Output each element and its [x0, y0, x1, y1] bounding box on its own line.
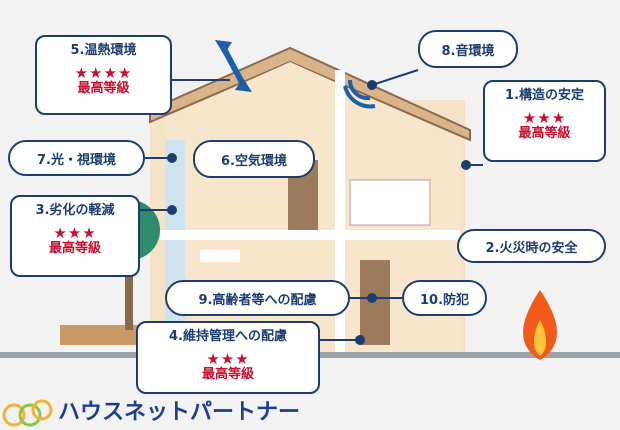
arrow-head-icon	[215, 40, 232, 55]
star-rating: ★★★★	[74, 64, 133, 82]
label-title: 4.維持管理への配慮	[169, 329, 287, 344]
label-6-air: 6.空気環境	[193, 140, 315, 178]
label-10-security: 10.防犯	[402, 280, 487, 316]
sound-icon	[343, 79, 376, 109]
label-title: 1.構造の安定	[505, 88, 584, 103]
logo: ハウスネットパートナー	[2, 398, 300, 428]
connector-lines	[140, 69, 483, 345]
logo-mark-icon	[2, 399, 53, 427]
door-lower	[360, 260, 390, 345]
label-2-fire: 2.火災時の安全	[457, 229, 606, 263]
star-rating: ★★★	[206, 350, 250, 368]
fire-inner-icon	[534, 320, 546, 356]
star-rating: ★★★	[53, 224, 97, 242]
label-title: 3.劣化の軽減	[35, 203, 115, 218]
logo-text: ハウスネットパートナー	[58, 400, 301, 425]
label-4-maintenance: 4.維持管理への配慮 ★★★ 最高等級	[136, 321, 320, 394]
label-3-deterioration: 3.劣化の軽減 ★★★ 最高等級	[10, 195, 140, 277]
label-title: 8.音環境	[441, 43, 495, 59]
floor-divider	[160, 230, 460, 240]
arrow-head-icon	[235, 78, 252, 92]
grade-text: 最高等級	[201, 367, 254, 382]
grade-text: 最高等級	[518, 126, 571, 141]
label-title: 7.光・視環境	[37, 152, 116, 168]
roof	[149, 46, 471, 142]
star-rating: ★★★	[522, 109, 567, 127]
air-conditioner	[200, 250, 240, 262]
label-title: 9.高齢者等への配慮	[198, 292, 317, 308]
grade-text: 最高等級	[77, 81, 130, 96]
label-title: 2.火災時の安全	[485, 240, 578, 256]
interior-wall	[335, 70, 345, 355]
label-5-thermal: 5.温熱環境 ★★★★ 最高等級	[35, 35, 172, 115]
window-upper	[165, 140, 185, 230]
label-title: 6.空気環境	[221, 153, 287, 169]
label-8-sound: 8.音環境	[418, 30, 518, 68]
label-1-structure: 1.構造の安定 ★★★ 最高等級	[483, 80, 606, 162]
label-title: 5.温熱環境	[70, 43, 137, 58]
label-9-elderly: 9.高齢者等への配慮	[165, 280, 350, 316]
label-7-light: 7.光・視環境	[8, 140, 145, 176]
grade-text: 最高等級	[48, 241, 101, 256]
tree-trunk	[125, 250, 133, 330]
bed	[349, 179, 431, 226]
label-title: 10.防犯	[419, 292, 470, 308]
